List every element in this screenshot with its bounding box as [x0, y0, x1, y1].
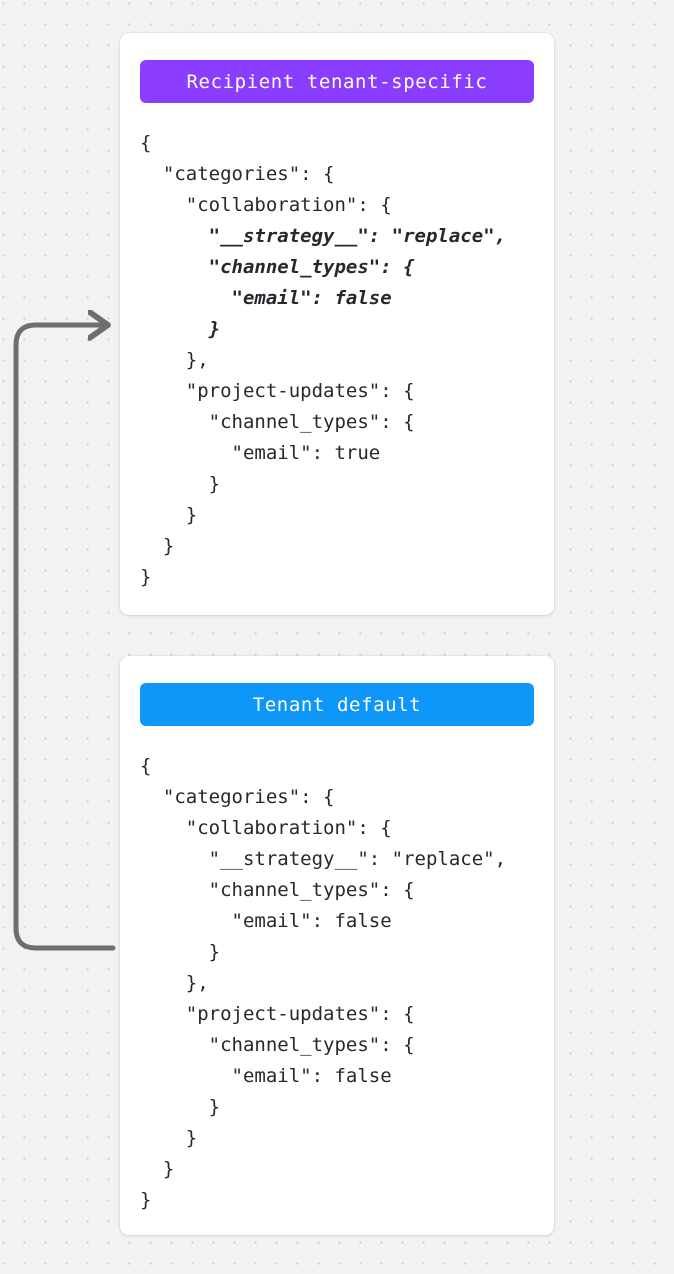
code-line: "email": true [140, 442, 381, 464]
code-line: "channel_types": { [140, 879, 415, 901]
code-line: "collaboration": { [140, 817, 392, 839]
code-line: } [140, 535, 175, 557]
code-line: } [140, 1096, 221, 1118]
card-tenant-default: Tenant default { "categories": { "collab… [120, 656, 554, 1235]
code-line: "email": false [140, 287, 392, 309]
code-line: "project-updates": { [140, 1003, 415, 1025]
code-line: "channel_types": { [140, 411, 415, 433]
code-line: }, [140, 349, 209, 371]
code-line: "project-updates": { [140, 380, 415, 402]
code-line: "channel_types": { [140, 1034, 415, 1056]
card-recipient-tenant-specific: Recipient tenant-specific { "categories"… [120, 33, 554, 615]
code-line: { [140, 132, 152, 154]
code-line: } [140, 941, 221, 963]
code-line: } [140, 566, 152, 588]
code-line: "__strategy__": "replace", [140, 225, 507, 247]
code-line: "categories": { [140, 786, 335, 808]
code-line: "collaboration": { [140, 194, 392, 216]
code-block-recipient-tenant-specific: { "categories": { "collaboration": { "__… [140, 128, 544, 593]
code-line: } [140, 473, 221, 495]
code-line: }, [140, 972, 209, 994]
inheritance-arrow-path [13, 325, 116, 951]
code-line: } [140, 1127, 198, 1149]
badge-tenant-default: Tenant default [140, 683, 534, 726]
code-line: "email": false [140, 910, 392, 932]
code-line: "categories": { [140, 163, 335, 185]
code-line: { [140, 755, 152, 777]
code-line: } [140, 504, 198, 526]
badge-recipient-tenant-specific: Recipient tenant-specific [140, 60, 534, 103]
code-block-tenant-default: { "categories": { "collaboration": { "__… [140, 751, 544, 1216]
code-line: "email": false [140, 1065, 392, 1087]
code-line: "channel_types": { [140, 256, 415, 278]
code-line: } [140, 1158, 175, 1180]
code-line: } [140, 1189, 152, 1211]
code-line: "__strategy__": "replace", [140, 848, 507, 870]
code-line: } [140, 318, 221, 340]
